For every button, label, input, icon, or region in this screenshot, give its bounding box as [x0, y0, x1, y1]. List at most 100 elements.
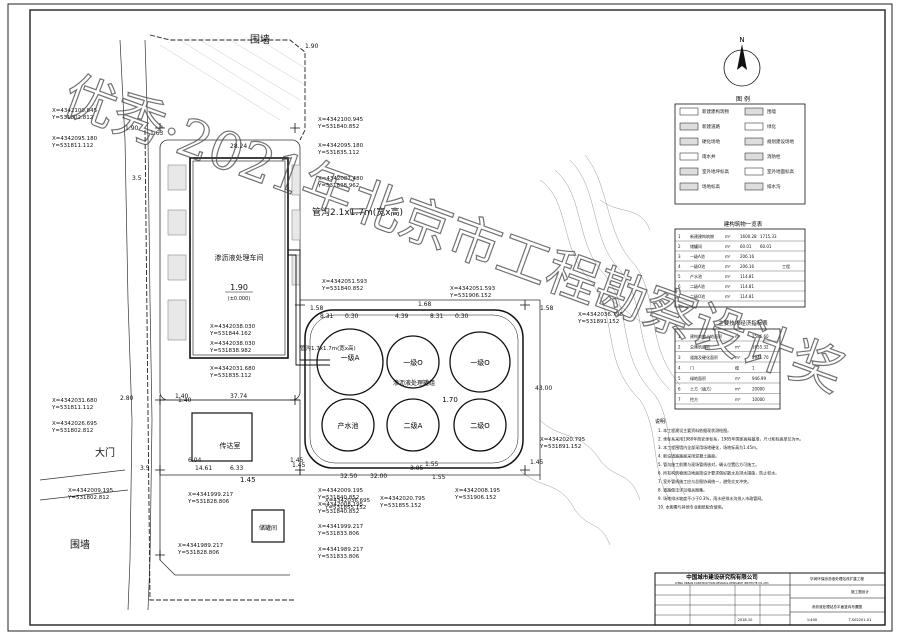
coordinate-label: Y=531802.812 — [51, 428, 93, 434]
dimension-label: 3.05 — [410, 465, 424, 472]
company-name: 中国城市建设研究院有限公司 — [686, 573, 758, 581]
note-line: 9. 场地排水坡度不小于0.3%，雨水经排水沟排入市政管网。 — [658, 495, 765, 501]
note-line: 1. 本工程建设主要资料依据现状测绘图。 — [658, 427, 731, 433]
table1-cell: 1715.33 — [760, 234, 777, 239]
coordinate-label: X=4342038.030 — [210, 324, 256, 330]
note-line: 3. 本工程围墙内全部采用场地硬化，场地标高为1.45m。 — [658, 444, 760, 450]
storage-room-label: 储罐间 — [259, 524, 277, 532]
tank-2o-label: 二级O — [470, 421, 490, 430]
table1-cell: 1 — [678, 234, 681, 239]
title-block: 中国城市建设研究院有限公司 CHINA URBAN CONSTRUCTION D… — [654, 572, 886, 626]
note-line: 2. 坐标系采用1980年西安坐标系，1985年国家高程基准，尺寸和标高单位为m… — [658, 436, 803, 442]
tank-product — [321, 398, 375, 452]
table1-cell: 1600.28 — [740, 234, 757, 239]
wall-top-label: 围墙 — [250, 33, 270, 46]
table2-title: 主要技术经济指标表 — [718, 319, 768, 327]
dimension-label: 32.50 — [340, 473, 357, 480]
note-line: 4. 新设道路路面采用混凝土路面。 — [658, 453, 719, 459]
legend-item: 新建道路 — [702, 123, 720, 130]
elevation-guard: 1.45 — [240, 476, 256, 484]
site-roads — [159, 139, 541, 576]
table1-cell: 6 — [678, 284, 681, 289]
hatch-top-left — [159, 39, 306, 121]
north-label: N — [739, 36, 744, 44]
coordinate-label: Y=531802.812 — [51, 115, 93, 121]
table2-cell: 6 — [678, 387, 681, 392]
terrain-contours — [519, 154, 686, 546]
table1-cell: 206.16 — [740, 264, 754, 269]
table2-cell: m³ — [735, 387, 741, 392]
table1-cell: 114.81 — [740, 274, 754, 279]
table1-cell: m² — [725, 274, 731, 279]
dimension-label: 28.24 — [230, 143, 247, 150]
dimension-label: 8.31 — [320, 313, 334, 320]
coordinate-label: X=4342087.480 — [318, 176, 364, 182]
table2-cell: 4 — [678, 366, 681, 371]
workshop-elevation-zero: (±0.000) — [228, 296, 250, 302]
dimension-label: 0.30 — [345, 313, 359, 320]
table2-cell: 7 — [678, 397, 681, 402]
coordinate-label: Y=531891.152 — [577, 319, 619, 325]
legend-swatch — [744, 152, 764, 161]
legend-item: 新建建构筑物 — [702, 108, 729, 115]
workshop-elevation: 1.90 — [230, 283, 248, 292]
table1-cell: m² — [725, 264, 731, 269]
legend-item: 硬化场地 — [702, 138, 720, 145]
coordinate-label: X=4342020.795 — [540, 437, 586, 443]
project-name: 华润环保渗沥液处理站改扩建工程 — [810, 576, 864, 581]
pipe-label-2: 管沟1.7x1.7m(宽x高) — [300, 344, 356, 352]
legend-swatch — [744, 107, 764, 116]
drawing-name: 渗沥液处理站总平面竖向布置图 — [812, 604, 863, 609]
coordinate-label: X=4341999.217 — [318, 524, 364, 530]
coordinate-label: X=4341999.217 — [188, 492, 234, 498]
boundary-wall-left — [144, 129, 295, 601]
note-line: 10. 本图需与其他专业图纸配合使用。 — [658, 504, 726, 510]
coordinate-label: X=4342009.195 — [68, 488, 114, 494]
coordinate-label: Y=531838.962 — [317, 183, 359, 189]
legend-title: 图 例 — [736, 95, 750, 103]
table1-cell: m² — [725, 244, 731, 249]
legend-swatch — [744, 182, 764, 191]
table1-cell: 新建建构筑物 — [690, 233, 714, 239]
legend-swatch — [679, 137, 699, 146]
notes-title: 说明: — [655, 418, 667, 425]
table1-cell: m² — [725, 294, 731, 299]
elevation-tanks: 1.70 — [442, 396, 458, 404]
dimension-label: 1.90 — [305, 43, 319, 50]
legend-swatch — [744, 122, 764, 131]
coordinate-label: Y=531844.162 — [209, 331, 251, 337]
table1-cell: 60.01 — [760, 244, 772, 249]
table2-cell: 10000 — [752, 397, 765, 402]
table2-cell: 1655.32 — [752, 345, 769, 350]
coordinate-label: Y=531833.806 — [317, 531, 360, 537]
dimension-label: 37.74 — [230, 393, 247, 400]
coordinate-label: Y=531906.152 — [454, 495, 496, 501]
dimension-label: 1.55 — [432, 474, 446, 481]
coordinate-label: Y=531891.152 — [539, 444, 581, 450]
treatment-workshop-inner — [192, 160, 286, 356]
company-name-en: CHINA URBAN CONSTRUCTION DESIGN & RESEAR… — [675, 581, 770, 585]
coordinate-label: Y=531840.852 — [321, 286, 363, 292]
table2-cell: 1 — [752, 366, 755, 371]
table2-cell: 20000 — [752, 387, 765, 392]
coordinate-label: X=4342020.795 — [380, 496, 426, 502]
table1-cell: 7 — [678, 294, 681, 299]
tank-1a — [316, 328, 384, 396]
coordinate-label: X=4342026.695 — [52, 421, 98, 427]
note-line: 8. 道路做法详见相关图集。 — [658, 487, 707, 493]
coordinate-label: Y=531855.152 — [379, 503, 421, 509]
guard-house — [191, 412, 253, 462]
drawing-date: 2018.10 — [738, 618, 754, 622]
tank-compound-inner — [309, 314, 519, 464]
coordinate-label: X=4342008.195 — [318, 502, 364, 508]
tank-2a — [386, 398, 440, 452]
wall-bottom-label: 围墙 — [70, 538, 90, 551]
coordinate-label: Y=531906.152 — [449, 293, 491, 299]
legend-swatch — [744, 167, 764, 176]
coordinate-label: Y=531840.852 — [317, 124, 359, 130]
table2-cell: 建构筑物占地面积 — [690, 333, 722, 339]
note-line: 5. 管沟施工前需与现场管线核对，确认位置后方可施工。 — [658, 461, 759, 467]
coordinate-label: X=4342051.593 — [450, 286, 496, 292]
